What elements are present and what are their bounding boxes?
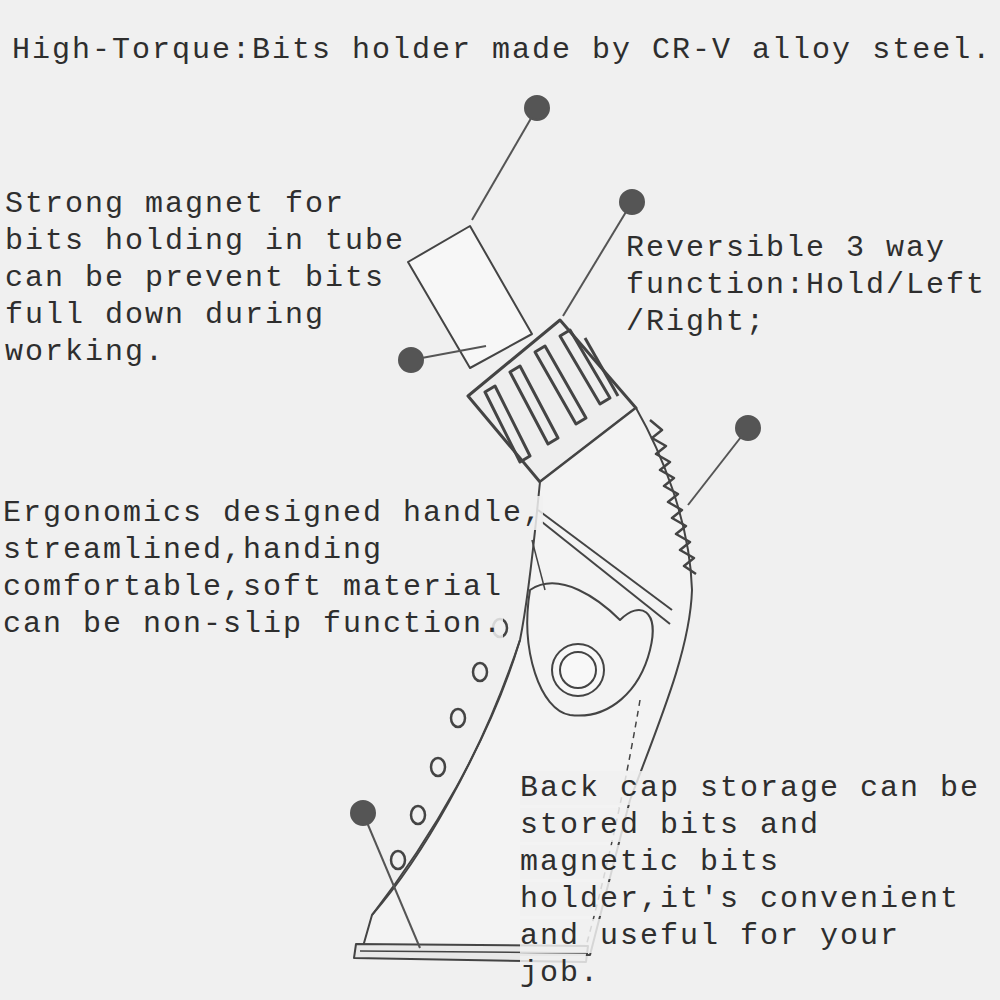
grip-band — [542, 522, 670, 624]
callout-text: Back cap storage can be stored bits and … — [520, 770, 995, 992]
grip-panel — [527, 583, 652, 715]
callout-text-text: Back cap storage can be stored bits and … — [520, 771, 980, 990]
callout-text-text: Strong magnet for bits holding in tube c… — [5, 187, 405, 369]
callout-text: Strong magnet for bits holding in tube c… — [5, 186, 435, 371]
callout-text-text: Reversible 3 way function:Hold/Left /Rig… — [626, 231, 986, 339]
callout-text-text: Ergonomics designed handle, streamlined,… — [3, 496, 543, 641]
callout-text: Reversible 3 way function:Hold/Left /Rig… — [626, 230, 994, 341]
bit-tube — [408, 226, 532, 368]
grip-teeth — [650, 420, 696, 574]
storage-button — [552, 644, 604, 696]
callout-text: Ergonomics designed handle, streamlined,… — [3, 495, 548, 643]
title-text: High-Torque:Bits holder made by CR-V all… — [12, 33, 992, 67]
title: High-Torque:Bits holder made by CR-V all… — [12, 32, 997, 69]
grip-band — [538, 510, 672, 610]
grip-dots — [391, 619, 507, 869]
